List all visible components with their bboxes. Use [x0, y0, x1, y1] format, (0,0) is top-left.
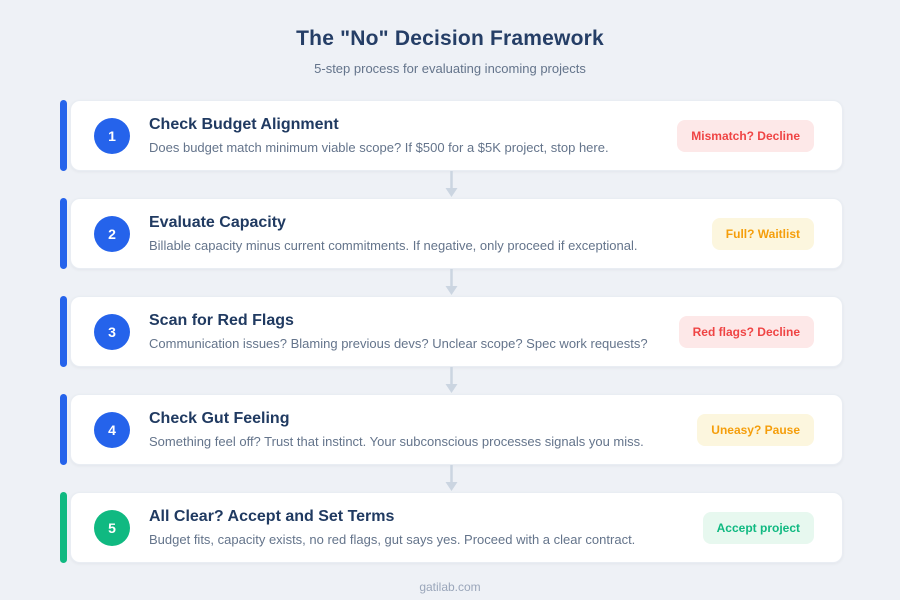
step-description: Budget fits, capacity exists, no red fla…: [149, 532, 636, 547]
down-arrow-connector: [60, 465, 843, 492]
footer-watermark: gatilab.com: [419, 580, 481, 594]
step-card-body: 4 Check Gut Feeling Something feel off? …: [70, 394, 843, 465]
step-title: Check Gut Feeling: [149, 410, 290, 427]
step-description: Something feel off? Trust that instinct.…: [149, 434, 644, 449]
step-description: Communication issues? Blaming previous d…: [149, 336, 648, 351]
step-title: Scan for Red Flags: [149, 312, 294, 329]
arrow-down-icon: [445, 465, 458, 491]
step-card-body: 3 Scan for Red Flags Communication issue…: [70, 296, 843, 367]
step-card: 2 Evaluate Capacity Billable capacity mi…: [60, 198, 843, 269]
step-text: Check Gut Feeling Something feel off? Tr…: [149, 410, 681, 449]
step-outcome-badge: Mismatch? Decline: [677, 119, 814, 152]
step-outcome-badge: Red flags? Decline: [678, 315, 814, 348]
step-title: Evaluate Capacity: [149, 214, 286, 231]
step-text: Check Budget Alignment Does budget match…: [149, 116, 661, 155]
step-text: Evaluate Capacity Billable capacity minu…: [149, 214, 696, 253]
step-text: Scan for Red Flags Communication issues?…: [149, 312, 663, 351]
step-outcome-badge: Uneasy? Pause: [697, 413, 814, 446]
step-description: Does budget match minimum viable scope? …: [149, 140, 609, 155]
step-title: All Clear? Accept and Set Terms: [149, 508, 395, 525]
arrow-down-icon: [445, 269, 458, 295]
step-description: Billable capacity minus current commitme…: [149, 238, 638, 253]
step-accent-bar: [60, 394, 67, 465]
header: The "No" Decision Framework 5-step proce…: [0, 0, 900, 76]
steps-list: 1 Check Budget Alignment Does budget mat…: [60, 100, 843, 563]
step-number-badge: 4: [94, 411, 130, 448]
step-card: 3 Scan for Red Flags Communication issue…: [60, 296, 843, 367]
step-card-body: 1 Check Budget Alignment Does budget mat…: [70, 100, 843, 171]
step-card-body: 2 Evaluate Capacity Billable capacity mi…: [70, 198, 843, 269]
step-card: 1 Check Budget Alignment Does budget mat…: [60, 100, 843, 171]
step-accent-bar: [60, 296, 67, 367]
step-title: Check Budget Alignment: [149, 116, 339, 133]
down-arrow-connector: [60, 367, 843, 394]
step-number-badge: 5: [94, 509, 130, 546]
step-outcome-badge: Accept project: [702, 511, 814, 544]
step-accent-bar: [60, 100, 67, 171]
page-title: The "No" Decision Framework: [296, 27, 604, 50]
down-arrow-connector: [60, 269, 843, 296]
step-accent-bar: [60, 198, 67, 269]
step-card-body: 5 All Clear? Accept and Set Terms Budget…: [70, 492, 843, 563]
arrow-down-icon: [445, 171, 458, 197]
step-card: 5 All Clear? Accept and Set Terms Budget…: [60, 492, 843, 563]
step-number-badge: 3: [94, 313, 130, 350]
step-card: 4 Check Gut Feeling Something feel off? …: [60, 394, 843, 465]
page-subtitle: 5-step process for evaluating incoming p…: [314, 61, 586, 76]
step-outcome-badge: Full? Waitlist: [711, 217, 814, 250]
step-number-badge: 2: [94, 215, 130, 252]
step-accent-bar: [60, 492, 67, 563]
arrow-down-icon: [445, 367, 458, 393]
step-number-badge: 1: [94, 117, 130, 154]
down-arrow-connector: [60, 171, 843, 198]
step-text: All Clear? Accept and Set Terms Budget f…: [149, 508, 687, 547]
